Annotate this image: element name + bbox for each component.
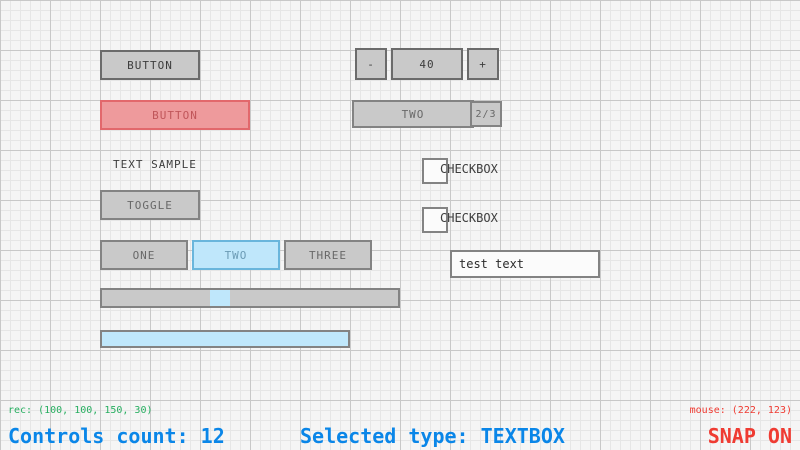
- toggle-group-item-three-label: THREE: [308, 248, 348, 262]
- button-primary[interactable]: BUTTON: [100, 50, 200, 80]
- snap-status: SNAP ON: [707, 424, 792, 448]
- text-sample-label: TEXT SAMPLE: [113, 158, 197, 171]
- slider-handle[interactable]: [210, 290, 230, 306]
- toggle-group-item-two[interactable]: TWO: [192, 240, 280, 270]
- button-primary-label: BUTTON: [127, 58, 173, 72]
- spinner-increment-button[interactable]: +: [467, 48, 499, 80]
- spinner-decrement-label: -: [367, 57, 375, 71]
- slider-track[interactable]: [100, 288, 400, 308]
- spinner-decrement-button[interactable]: -: [355, 48, 387, 80]
- button-selected[interactable]: BUTTON: [100, 100, 250, 130]
- spinner-value-field[interactable]: 40: [391, 48, 463, 80]
- toggle-group-item-two-label: TWO: [224, 248, 248, 262]
- dropdown-value: TWO: [401, 107, 425, 121]
- toggle-group-item-one-label: ONE: [132, 248, 156, 262]
- dropdown-index-label: 2/3: [475, 108, 497, 120]
- textbox-value: test text: [459, 257, 525, 271]
- toggle-button-label: TOGGLE: [127, 198, 173, 212]
- toggle-group-item-three[interactable]: THREE: [284, 240, 372, 270]
- spinner-value: 40: [419, 57, 435, 71]
- progress-bar-fill: [102, 332, 348, 346]
- rec-readout: rec: (100, 100, 150, 30): [8, 405, 153, 416]
- checkbox-1[interactable]: [422, 158, 448, 184]
- toggle-group-item-one[interactable]: ONE: [100, 240, 188, 270]
- checkbox-1-label: CHECKBOX: [440, 162, 498, 176]
- selected-type-status: Selected type: TEXTBOX: [300, 424, 565, 448]
- toggle-button[interactable]: TOGGLE: [100, 190, 200, 220]
- controls-count-status: Controls count: 12: [8, 424, 225, 448]
- dropdown-index-indicator[interactable]: 2/3: [470, 101, 502, 127]
- checkbox-2-label: CHECKBOX: [440, 211, 498, 225]
- progress-bar[interactable]: [100, 330, 350, 348]
- button-selected-label: BUTTON: [152, 108, 198, 122]
- textbox-input[interactable]: test text: [450, 250, 600, 278]
- dropdown-box[interactable]: TWO: [352, 100, 474, 128]
- spinner-increment-label: +: [479, 57, 487, 71]
- checkbox-2[interactable]: [422, 207, 448, 233]
- mouse-readout: mouse: (222, 123): [689, 405, 792, 416]
